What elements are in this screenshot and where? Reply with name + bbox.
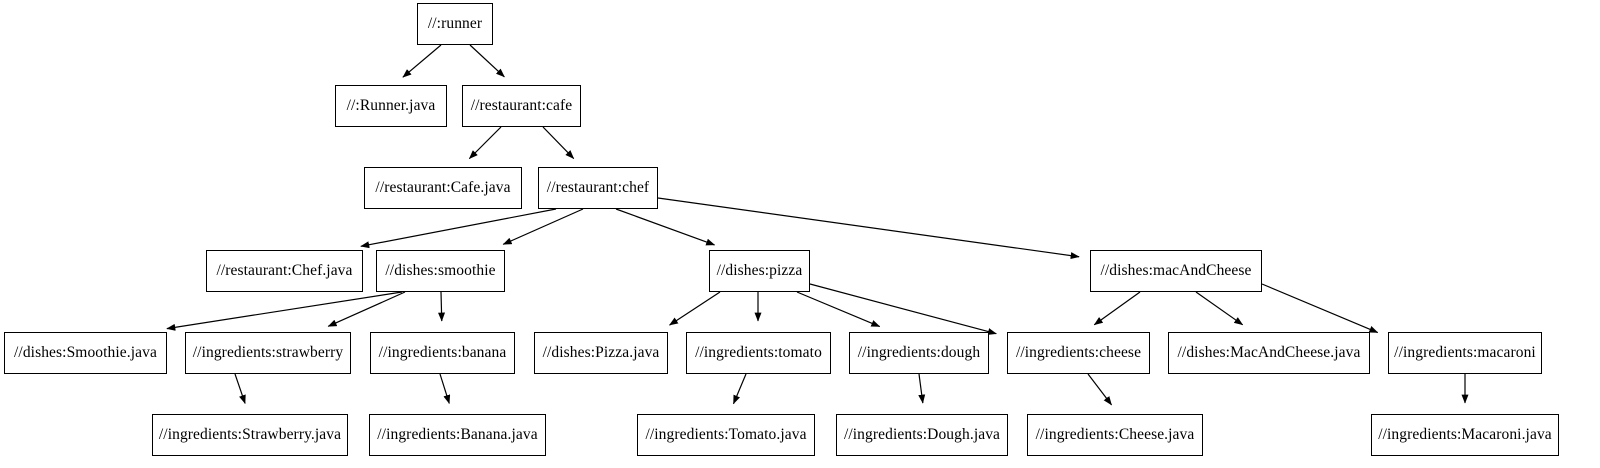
- graph-edge-pizza-to-dough: [796, 291, 881, 328]
- graph-node-label: //ingredients:tomato: [695, 344, 822, 362]
- graph-edge-cheese-to-cheese_java: [1087, 373, 1113, 406]
- graph-node-label: //ingredients:Dough.java: [843, 426, 1001, 444]
- graph-edge-pizza-to-pizza_java: [669, 291, 721, 326]
- graph-node-label: //dishes:MacAndCheese.java: [1177, 344, 1361, 362]
- graph-edge-cafe-to-chef: [542, 126, 575, 159]
- graph-node-smoothie_java[interactable]: //dishes:Smoothie.java: [4, 332, 167, 374]
- graph-node-label: //restaurant:chef: [546, 179, 650, 197]
- graph-node-label: //restaurant:Chef.java: [216, 262, 353, 280]
- graph-node-label: //dishes:macAndCheese: [1100, 262, 1252, 280]
- graph-node-dough_java[interactable]: //ingredients:Dough.java: [836, 414, 1008, 456]
- graph-node-banana_java[interactable]: //ingredients:Banana.java: [369, 414, 546, 456]
- graph-node-runner_java[interactable]: //:Runner.java: [335, 85, 447, 127]
- graph-node-label: //:Runner.java: [346, 97, 436, 115]
- graph-node-label: //ingredients:macaroni: [1394, 344, 1536, 362]
- graph-edge-runner-to-runner_java: [402, 44, 442, 78]
- graph-edge-runner-to-cafe: [469, 44, 505, 78]
- graph-edge-macandcheese-to-cheese: [1093, 291, 1141, 326]
- graph-node-chef[interactable]: //restaurant:chef: [538, 167, 658, 209]
- graph-edge-smoothie-to-strawberry: [327, 291, 406, 327]
- graph-node-label: //ingredients:Banana.java: [377, 426, 538, 444]
- graph-node-pizza[interactable]: //dishes:pizza: [709, 250, 810, 292]
- graph-node-cheese_java[interactable]: //ingredients:Cheese.java: [1027, 414, 1203, 456]
- graph-node-label: //dishes:Smoothie.java: [14, 344, 157, 362]
- graph-edge-cafe-to-cafe_java: [468, 126, 502, 160]
- graph-node-cafe_java[interactable]: //restaurant:Cafe.java: [364, 167, 522, 209]
- graph-node-label: //ingredients:cheese: [1015, 344, 1142, 362]
- graph-edge-macandcheese-to-macaroni: [1261, 283, 1379, 334]
- graph-node-label: //ingredients:Macaroni.java: [1378, 426, 1552, 444]
- graph-node-macaroni_java[interactable]: //ingredients:Macaroni.java: [1371, 414, 1559, 456]
- graph-edge-chef-to-chef_java: [360, 208, 557, 249]
- graph-node-label: //ingredients:Cheese.java: [1035, 426, 1195, 444]
- graph-edge-smoothie-to-banana: [438, 291, 446, 322]
- graph-node-tomato_java[interactable]: //ingredients:Tomato.java: [637, 414, 815, 456]
- graph-node-label: //restaurant:cafe: [470, 97, 573, 115]
- graph-node-pizza_java[interactable]: //dishes:Pizza.java: [534, 332, 668, 374]
- graph-node-runner[interactable]: //:runner: [417, 3, 493, 45]
- graph-node-macandcheese[interactable]: //dishes:macAndCheese: [1090, 250, 1262, 292]
- graph-node-macandcheese_java[interactable]: //dishes:MacAndCheese.java: [1168, 332, 1370, 374]
- graph-edge-banana-to-banana_java: [439, 373, 451, 404]
- graph-node-tomato[interactable]: //ingredients:tomato: [686, 332, 831, 374]
- graph-node-macaroni[interactable]: //ingredients:macaroni: [1388, 332, 1542, 374]
- graph-edge-macandcheese-to-macandcheese_java: [1195, 291, 1244, 326]
- graph-edge-pizza-to-cheese: [809, 283, 997, 335]
- graph-edge-dough-to-dough_java: [918, 373, 926, 404]
- graph-edge-chef-to-pizza: [615, 208, 716, 246]
- graph-node-smoothie[interactable]: //dishes:smoothie: [376, 250, 505, 292]
- graph-node-label: //dishes:Pizza.java: [542, 344, 660, 362]
- graph-node-label: //ingredients:Tomato.java: [645, 426, 807, 444]
- graph-node-strawberry_java[interactable]: //ingredients:Strawberry.java: [152, 414, 348, 456]
- graph-edge-strawberry-to-strawberry_java: [234, 373, 246, 405]
- graph-node-strawberry[interactable]: //ingredients:strawberry: [185, 332, 351, 374]
- graph-node-chef_java[interactable]: //restaurant:Chef.java: [206, 250, 363, 292]
- graph-node-cheese[interactable]: //ingredients:cheese: [1007, 332, 1150, 374]
- graph-node-label: //:runner: [427, 15, 483, 33]
- graph-node-label: //ingredients:Strawberry.java: [158, 426, 342, 444]
- graph-edge-tomato-to-tomato_java: [732, 373, 747, 405]
- graph-node-label: //ingredients:dough: [857, 344, 981, 362]
- graph-edge-smoothie-to-smoothie_java: [166, 291, 403, 331]
- graph-node-cafe[interactable]: //restaurant:cafe: [462, 85, 581, 127]
- graph-node-label: //restaurant:Cafe.java: [375, 179, 511, 197]
- graph-edge-chef-to-smoothie: [502, 208, 584, 245]
- graph-node-dough[interactable]: //ingredients:dough: [849, 332, 989, 374]
- graph-node-label: //ingredients:banana: [378, 344, 507, 362]
- graph-node-banana[interactable]: //ingredients:banana: [370, 332, 515, 374]
- graph-node-label: //ingredients:strawberry: [192, 344, 344, 362]
- graph-node-label: //dishes:pizza: [716, 262, 803, 280]
- graph-node-label: //dishes:smoothie: [385, 262, 496, 280]
- graph-edge-chef-to-macandcheese: [657, 197, 1080, 260]
